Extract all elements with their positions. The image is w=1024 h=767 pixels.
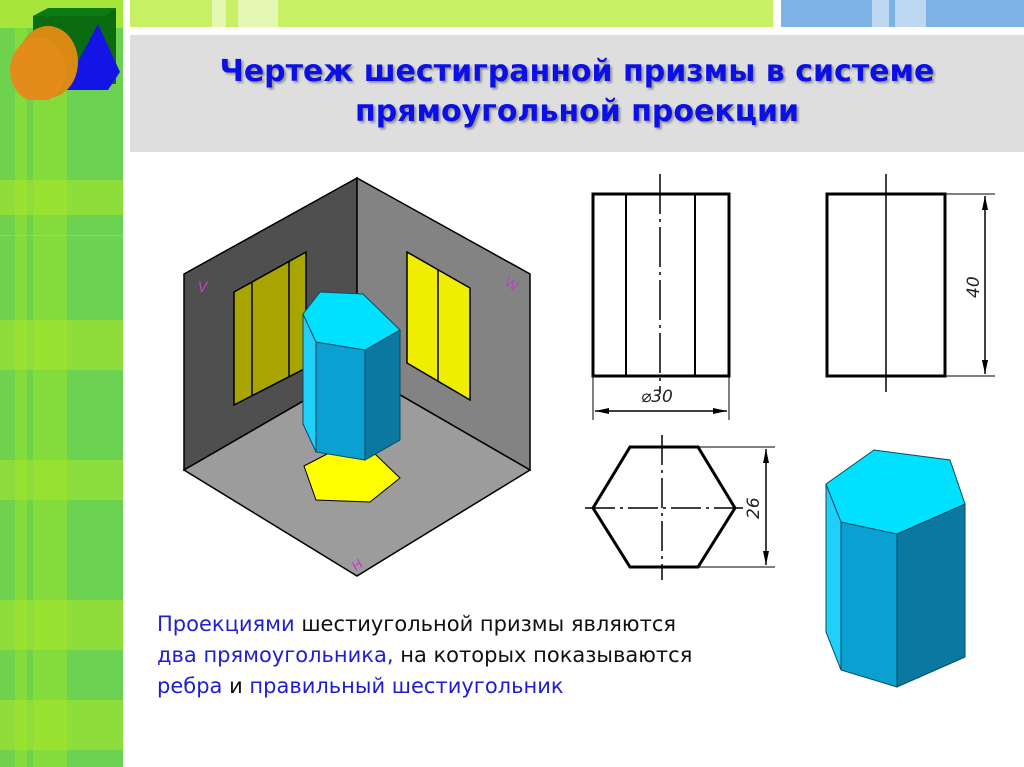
isometric-projection-planes-diagram: V W H bbox=[182, 176, 532, 577]
top-stripe-green bbox=[130, 0, 773, 27]
title-band bbox=[130, 35, 1024, 152]
front-view-drawing: ⌀30 bbox=[591, 174, 731, 420]
caption-term-regular-hexagon: правильный шестиугольник bbox=[249, 674, 564, 698]
caption-line-2: два прямоугольника, на которых показываю… bbox=[157, 640, 797, 671]
page-title: Чертеж шестигранной призмы в системе пря… bbox=[130, 52, 1024, 132]
side-view-drawing: 40 bbox=[825, 174, 995, 392]
width-dimension: 26 bbox=[744, 497, 764, 519]
height-dimension: 40 bbox=[964, 276, 984, 298]
geometric-shapes-logo-icon bbox=[10, 8, 120, 100]
caption-text-fragment: и bbox=[222, 674, 250, 698]
caption-line-3: ребра и правильный шестиугольник bbox=[157, 671, 797, 702]
diameter-dimension: ⌀30 bbox=[641, 387, 673, 407]
caption-text-fragment: на которых показываются bbox=[393, 643, 693, 667]
title-line-2: прямоугольной проекции bbox=[355, 94, 799, 129]
plane-label-v: V bbox=[198, 280, 209, 296]
top-stripe-blue bbox=[781, 0, 1024, 27]
title-line-1: Чертеж шестигранной призмы в системе bbox=[219, 54, 935, 89]
sidebar-divider bbox=[123, 0, 126, 767]
sidebar-plaid-decoration bbox=[0, 0, 123, 767]
caption-line-1: Проекциями шестиугольной призмы являются bbox=[157, 609, 797, 640]
top-view-drawing: 26 bbox=[585, 435, 775, 580]
caption-term-two-rectangles: два прямоугольника, bbox=[157, 643, 394, 667]
caption-term-edges: ребра bbox=[157, 674, 223, 698]
caption-text-fragment: шестиугольной призмы являются bbox=[294, 612, 677, 636]
hexagonal-prism-3d-icon bbox=[825, 449, 966, 688]
caption-text: Проекциями шестиугольной призмы являются… bbox=[157, 609, 797, 702]
caption-term-projections: Проекциями bbox=[157, 612, 295, 636]
